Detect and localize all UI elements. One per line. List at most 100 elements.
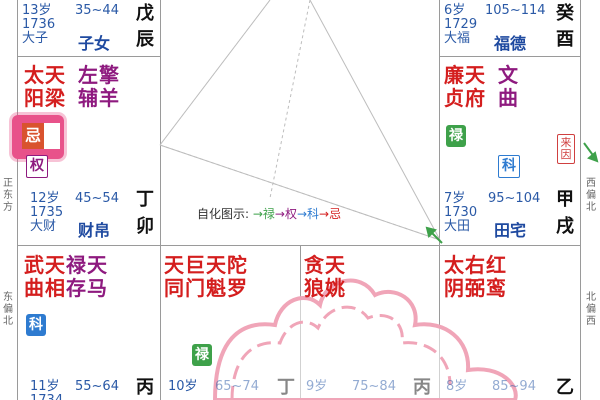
star-row: 武天禄天 <box>24 254 108 277</box>
sihua-legend: 自化图示: →禄→权→科→忌 <box>197 205 341 222</box>
age-range: 105~114 <box>485 3 546 18</box>
heavenly-stem: 癸 <box>556 3 574 24</box>
cell-info: 11岁 1734 <box>30 380 63 400</box>
legend-ke: →科 <box>296 207 320 221</box>
palace-name: 福德 <box>494 34 527 53</box>
direction-left-top: 正东方 <box>3 178 13 213</box>
grid-line <box>17 56 161 57</box>
main-stars: 贪天 狼姚 <box>304 254 346 300</box>
minor-stars: 文 曲 <box>498 64 519 110</box>
lu-tag: 禄 <box>192 344 212 366</box>
year: 1734 <box>30 394 63 400</box>
star-row: 曲相存马 <box>24 277 108 300</box>
heavenly-stem: 甲 <box>556 189 574 210</box>
star-row: 辅羊 <box>78 86 120 110</box>
main-stars: 武天禄天 曲相存马 <box>24 254 108 300</box>
age: 10岁 <box>168 379 198 394</box>
star-row: 贪天 <box>304 253 346 277</box>
main-stars: 太右红 阴弼鸾 <box>444 254 507 300</box>
heavenly-stem: 丙 <box>136 377 154 398</box>
star-row: 阳梁 <box>24 86 66 110</box>
main-star-pair: 曲相 <box>24 276 66 300</box>
star-row: 阴弼鸾 <box>444 276 507 300</box>
star-row: 文 <box>498 63 519 87</box>
age-range: 35~44 <box>75 3 119 18</box>
age-range: 95~104 <box>488 191 541 206</box>
ke-tag: 科 <box>26 314 46 336</box>
grid-line <box>439 56 581 57</box>
cell-info: 7岁 1730 大田 <box>444 192 477 234</box>
star-row: 太天 <box>24 63 66 87</box>
decade-limit: 大福 <box>444 31 471 46</box>
year: 1730 <box>444 205 478 220</box>
main-stars: 廉天 贞府 <box>444 64 486 110</box>
star-row: 太右红 <box>444 253 507 277</box>
age: 6岁 <box>444 3 466 18</box>
earthly-branch: 戌 <box>556 216 574 237</box>
age: 9岁 <box>306 379 328 394</box>
star-row: 天巨天陀 <box>164 253 248 277</box>
age-range: 75~84 <box>352 379 396 394</box>
cell-info: 12岁 1735 大财 <box>30 192 63 234</box>
heavenly-stem: 丁 <box>277 377 295 398</box>
year: 1735 <box>30 205 64 220</box>
decade-limit: 大子 <box>22 31 49 46</box>
age-range: 85~94 <box>492 379 536 394</box>
earthly-branch: 酉 <box>556 29 574 50</box>
direction-right-top: 西偏北 <box>586 178 596 213</box>
heavenly-stem: 丁 <box>136 189 154 210</box>
main-stars: 天巨天陀 同门魁罗 <box>164 254 248 300</box>
legend-quan: →权 <box>274 207 297 221</box>
legend-lu: →禄 <box>252 207 275 221</box>
age: 8岁 <box>446 379 468 394</box>
main-stars: 太天 阳梁 <box>24 64 66 110</box>
star-row: 狼姚 <box>304 276 346 300</box>
earthly-branch: 卯 <box>136 216 154 237</box>
cell-info: 13岁 1736 大子 <box>22 4 55 46</box>
age: 13岁 <box>22 3 52 18</box>
legend-prefix: 自化图示: <box>197 207 253 221</box>
age-range: 45~54 <box>75 191 119 206</box>
grid-line <box>580 0 581 400</box>
quan-tag: 权 <box>26 155 48 178</box>
star-row: 廉天 <box>444 63 486 87</box>
earthly-branch: 辰 <box>136 29 154 50</box>
legend-ji: →忌 <box>319 207 342 221</box>
main-star-pair: 武天 <box>24 253 66 277</box>
grid-line <box>439 0 440 400</box>
heavenly-stem: 丙 <box>413 377 431 398</box>
decade-limit: 大财 <box>30 219 57 234</box>
lu-tag: 禄 <box>446 125 466 147</box>
palace-name: 田宅 <box>494 221 527 240</box>
grid-line <box>17 0 18 400</box>
star-row: 同门魁罗 <box>164 276 248 300</box>
age: 7岁 <box>444 191 466 206</box>
highlight-mask <box>44 123 60 149</box>
year: 1736 <box>22 17 56 32</box>
direction-right-bottom: 北偏西 <box>586 292 596 327</box>
grid-line <box>17 245 581 246</box>
heavenly-stem: 戊 <box>136 3 154 24</box>
laiyin-badge: 来因 <box>557 134 575 164</box>
ji-tag: 忌 <box>22 123 44 149</box>
year: 1729 <box>444 17 478 32</box>
star-row: 左擎 <box>78 63 120 87</box>
decade-limit: 大田 <box>444 219 471 234</box>
minor-star-pair: 禄天 <box>66 253 108 277</box>
direction-left-bottom: 东偏北 <box>3 292 13 327</box>
star-row: 贞府 <box>444 86 486 110</box>
ji-highlight-badge[interactable]: 忌 <box>12 115 64 159</box>
ke-tag: 科 <box>498 155 520 178</box>
age: 12岁 <box>30 191 60 206</box>
palace-name: 子女 <box>78 34 111 53</box>
minor-star-pair: 存马 <box>66 276 108 300</box>
minor-stars: 左擎 辅羊 <box>78 64 120 110</box>
cell-info: 6岁 1729 大福 <box>444 4 477 46</box>
age-range: 65~74 <box>215 379 259 394</box>
palace-name: 财帛 <box>78 221 111 240</box>
grid-line <box>160 0 161 400</box>
heavenly-stem: 乙 <box>556 377 574 398</box>
